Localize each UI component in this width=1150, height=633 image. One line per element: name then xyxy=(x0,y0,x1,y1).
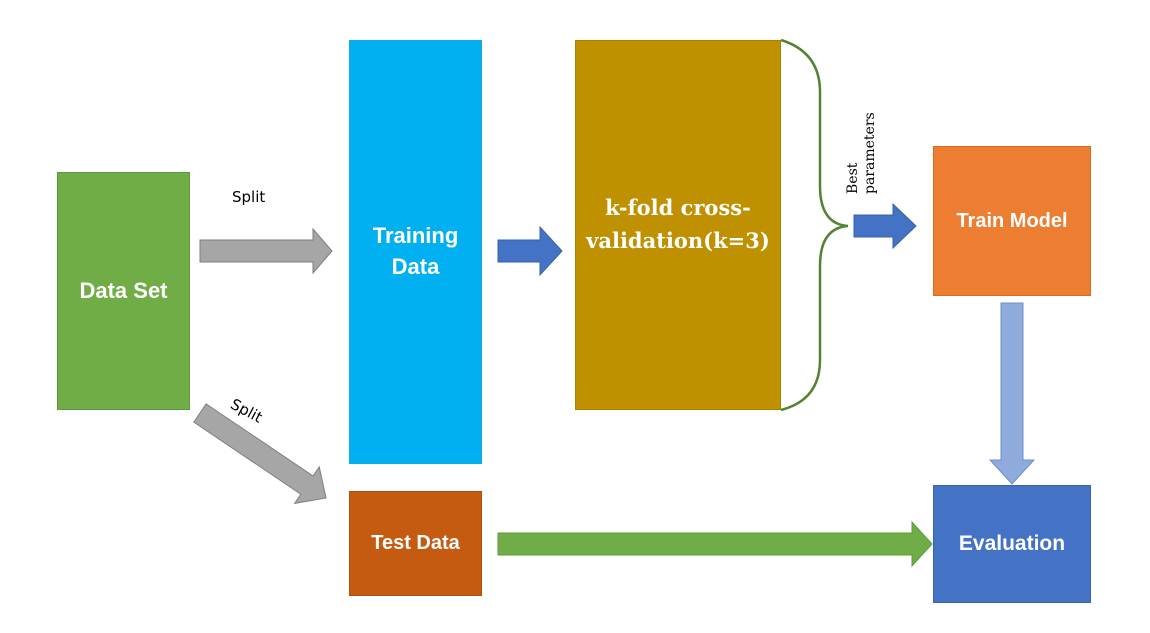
node-test-data-label: Test Data xyxy=(371,532,460,554)
node-kfold-cross-validation: k-fold cross- validation(k=3) xyxy=(575,40,781,410)
split-arrow-to-training xyxy=(199,227,333,275)
node-test-data: Test Data xyxy=(349,491,482,596)
arrow-test-to-evaluation xyxy=(497,520,933,568)
edge-label-best-line2: parameters xyxy=(862,112,878,194)
node-training-data-label-1: Training xyxy=(372,223,459,249)
arrow-kfold-to-train xyxy=(853,202,917,250)
node-data-set: Data Set xyxy=(57,172,190,410)
arrow-training-to-kfold xyxy=(497,225,563,277)
node-training-data: Training Data xyxy=(349,40,482,464)
node-evaluation-label: Evaluation xyxy=(958,532,1066,555)
node-data-set-label: Data Set xyxy=(79,278,168,303)
node-evaluation: Evaluation xyxy=(933,485,1091,603)
split-arrow-to-test xyxy=(193,403,327,505)
kfold-bracket xyxy=(780,38,849,412)
node-training-data-label-2: Data xyxy=(391,254,440,279)
node-kfold-label-2: validation(k=3) xyxy=(586,228,770,253)
edge-label-best-parameters: Best parameters xyxy=(845,112,879,194)
arrow-train-to-evaluation xyxy=(988,302,1036,485)
node-kfold-label-1: k-fold cross- xyxy=(605,195,751,221)
node-train-model-label: Train Model xyxy=(956,209,1068,232)
edge-label-best-line1: Best xyxy=(845,162,861,194)
node-train-model: Train Model xyxy=(933,146,1091,296)
edge-label-split-top: Split xyxy=(232,188,266,206)
